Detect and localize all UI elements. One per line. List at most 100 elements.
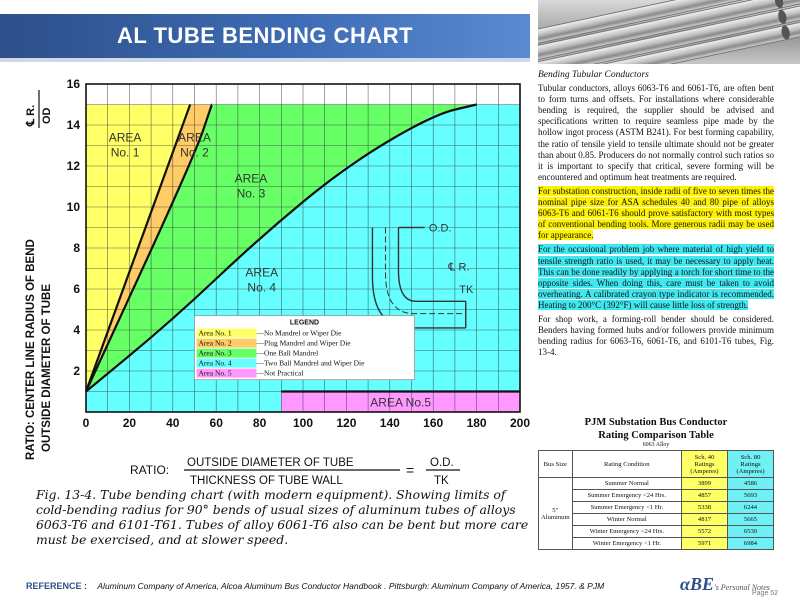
table-row: 5" Aluminum Summer Normal 3899 4586 (538, 477, 774, 550)
sch40-cell: 4817 (681, 513, 728, 526)
tubes-illustration (538, 0, 800, 64)
ratio-short-num: O.D. (430, 457, 454, 469)
brand-logo-sub: 's Personal Notes (713, 583, 770, 592)
x-tick-label: 180 (467, 416, 487, 430)
y-axis-label-line1: RATIO: CENTER LINE RADIUS OF BEND (25, 239, 37, 460)
x-tick-label: 0 (83, 416, 90, 430)
area-4-label-line2: No. 4 (247, 281, 276, 295)
y-tick-label: 16 (67, 77, 81, 91)
legend-swatch (196, 338, 257, 348)
sch80-cell: 5665 (727, 513, 774, 526)
x-axis-ratio-formula: RATIO: OUTSIDE DIAMETER OF TUBE THICKNES… (130, 457, 460, 486)
table-row: Summer Emergency <24 Hrs. 4857 5693 (539, 489, 774, 502)
ratio-denominator: THICKNESS OF TUBE WALL (190, 475, 343, 486)
area-2-label-line1: AREA (178, 130, 211, 144)
y-tick-label: 12 (67, 159, 81, 173)
x-tick-label: 160 (423, 416, 443, 430)
y-tick-label: 2 (73, 364, 80, 378)
brand-logo-mark: αBE (680, 574, 714, 594)
y-tick-label: 6 (73, 282, 80, 296)
y-tick-labels: 2 4 6 8 10 12 14 16 (67, 77, 81, 378)
page-number: Page 52 (752, 590, 779, 597)
legend-entry-text: —Plug Mandrel and Wiper Die (256, 339, 352, 348)
header-sch40: Sch. 40 Ratings (Amperes) (681, 450, 728, 478)
bend-diagram-labels: O.D.℄ R.TK (429, 223, 474, 297)
table-title: PJM Substation Bus Conductor Rating Comp… (538, 416, 774, 442)
legend-area-name: Area No. 3 (199, 349, 232, 358)
x-tick-label: 120 (336, 416, 356, 430)
legend-swatch (196, 348, 257, 358)
sch80-cell: 6530 (727, 525, 774, 538)
sch80-cell: 4586 (727, 477, 774, 490)
boundary-line-3 (85, 103, 477, 393)
area-5-region (281, 391, 520, 412)
brand-logo: αBE's Personal Notes (680, 574, 770, 594)
article-text: Bending Tubular Conductors Tubular condu… (538, 70, 774, 361)
condition-cell: Summer Emergency <1 Hr. (571, 501, 683, 514)
area-2-label-line2: No. 2 (180, 145, 209, 159)
bending-chart: RATIO: CENTER LINE RADIUS OF BEND OUTSID… (25, 77, 530, 486)
area-1-label-line1: AREA (109, 130, 142, 144)
area-3-label-line1: AREA (235, 171, 268, 185)
reference-footer: REFERENCE : Aluminum Company of America,… (26, 581, 646, 591)
y-axis-fraction-den: OD (41, 107, 53, 124)
legend-entry-text: —No Mandrel or Wiper Die (256, 329, 343, 338)
x-tick-label: 20 (123, 416, 137, 430)
boundary-line-1 (84, 104, 192, 392)
condition-cell: Winter Emergency <1 Hr. (571, 537, 683, 550)
sch80-cell: 6984 (727, 537, 774, 550)
x-tick-label: 60 (210, 416, 224, 430)
y-tick-label: 10 (67, 200, 81, 214)
legend-area-name: Area No. 1 (199, 329, 232, 338)
x-tick-label: 140 (380, 416, 400, 430)
x-tick-label: 100 (293, 416, 313, 430)
chart-legend: LEGEND Area No. 1 —No Mandrel or Wiper Die… (194, 315, 415, 381)
condition-cell: Summer Normal (571, 477, 683, 490)
rating-table: Bus Size Rating Condition Sch. 40 Rating… (538, 450, 774, 550)
legend-area-name: Area No. 2 (199, 339, 232, 348)
sch40-cell: 5971 (681, 537, 728, 550)
sch40-cell: 5572 (681, 525, 728, 538)
legend-title: LEGEND (290, 320, 319, 327)
legend-entry-text: —Two Ball Mandrel and Wiper Die (256, 359, 366, 368)
x-tick-label: 40 (166, 416, 180, 430)
page-title: AL TUBE BENDING CHART (116, 23, 414, 48)
ratio-numerator: OUTSIDE DIAMETER OF TUBE (187, 457, 354, 469)
ratio-equals: = (406, 462, 414, 478)
bend-inner-wall (397, 227, 466, 302)
reference-label: REFERENCE : (26, 581, 88, 591)
plot-border (85, 83, 521, 413)
sch80-cell: 6244 (727, 501, 774, 514)
legend-entry-text: —One Ball Mandrel (256, 349, 319, 358)
y-tick-label: 14 (67, 118, 81, 132)
article-heading: Bending Tubular Conductors (538, 70, 649, 80)
x-tick-label: 200 (510, 416, 530, 430)
sch80-cell: 5693 (727, 489, 774, 502)
y-tick-label: 8 (73, 241, 80, 255)
aluminum-tubes-photo (538, 0, 800, 64)
bend-centerline (384, 227, 466, 315)
title-banner: AL TUBE BENDING CHART (0, 14, 530, 62)
figure-caption: Fig. 13-4. Tube bending chart (with mode… (36, 487, 529, 547)
legend-swatch (196, 358, 257, 368)
header-bus-size: Bus Size (538, 450, 573, 478)
od-label: O.D. (429, 223, 452, 235)
reference-text: Aluminum Company of America, Alcoa Alumi… (97, 581, 605, 591)
table-row: Winter Emergency <24 Hrs. 5572 6530 (539, 525, 774, 538)
ratio-label: RATIO: (130, 463, 169, 477)
article-paragraph-2: For substation construction, inside radi… (538, 185, 774, 241)
thickness-label: TK (459, 284, 474, 296)
table-row: Winter Emergency <1 Hr. 5971 6984 (539, 537, 774, 550)
y-axis-fraction-num: ℄ R. (25, 105, 37, 127)
area-4-label-line1: AREA (245, 266, 278, 280)
table-title-line2: Rating Comparison Table (598, 430, 714, 441)
y-axis-label-line2: OUTSIDE DIAMETER OF TUBE (41, 284, 53, 452)
ratio-short-den: TK (434, 475, 449, 486)
header-sch80: Sch. 80 Ratings (Amperes) (727, 450, 774, 478)
article-paragraph-4: For shop work, a forming-roll bender sho… (538, 313, 774, 358)
y-tick-label: 4 (73, 323, 80, 337)
